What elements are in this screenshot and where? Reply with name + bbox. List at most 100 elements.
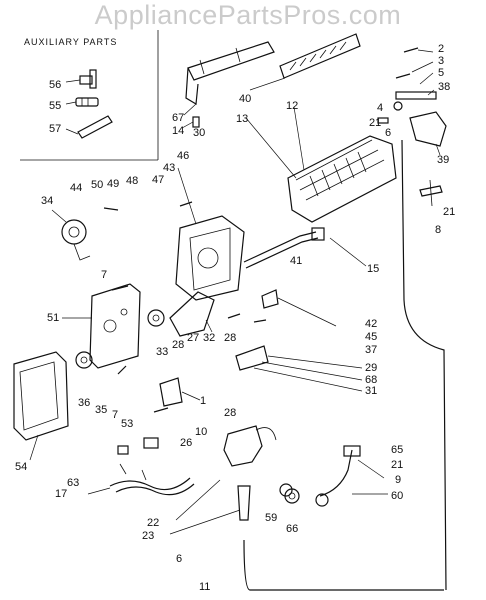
callout-63: 63 (67, 477, 80, 489)
callout-41: 41 (290, 255, 303, 267)
callout-11: 11 (199, 581, 211, 593)
front-cover-54 (13, 351, 69, 461)
watermark: AppliancePartsPros.com (94, 0, 402, 30)
callout-21-right: 21 (443, 206, 456, 218)
wire-harness-17 (87, 463, 195, 496)
callout-36: 36 (78, 397, 91, 409)
callout-21-top: 21 (369, 117, 382, 129)
callout-26: 26 (180, 437, 193, 449)
screws-2-3-5 (395, 47, 434, 85)
callout-5: 5 (438, 67, 445, 79)
callout-15: 15 (367, 263, 380, 275)
fill-cup-39 (409, 111, 447, 156)
callout-67: 67 (172, 112, 185, 124)
callout-17: 17 (55, 488, 68, 500)
callout-27: 27 (187, 332, 200, 344)
callout-37: 37 (365, 344, 378, 356)
callout-51: 51 (47, 312, 60, 324)
fitting-60 (315, 445, 388, 507)
callout-3: 3 (438, 55, 445, 67)
ice-ejector-comb-40 (249, 33, 361, 91)
callout-47: 47 (152, 174, 165, 186)
connector-26 (143, 437, 159, 449)
callout-1: 1 (200, 395, 207, 407)
nut-66 (284, 488, 300, 504)
callout-28-c: 28 (224, 407, 237, 419)
aux-part-55 (65, 97, 99, 107)
callout-54: 54 (15, 461, 28, 473)
callout-12: 12 (286, 100, 299, 112)
ice-mold (245, 106, 397, 223)
callout-48: 48 (126, 175, 139, 187)
callout-7-upper: 7 (101, 269, 108, 281)
small-screws (103, 201, 267, 413)
switch-1 (159, 377, 201, 407)
callout-29: 29 (365, 362, 378, 374)
callout-7-lower: 7 (112, 409, 119, 421)
aux-part-57 (65, 115, 113, 139)
callout-45: 45 (365, 331, 378, 343)
callout-21-lower: 21 (391, 459, 404, 471)
callout-35: 35 (95, 404, 108, 416)
callout-8: 8 (435, 224, 442, 236)
callout-65: 65 (391, 444, 404, 456)
gear-35 (75, 351, 93, 369)
part-29-68-31 (235, 345, 363, 392)
auxiliary-parts-box (20, 30, 159, 161)
callout-14: 14 (172, 125, 185, 137)
callout-42: 42 (365, 318, 378, 330)
callout-30: 30 (193, 127, 206, 139)
callout-43: 43 (163, 162, 176, 174)
callout-66: 66 (286, 523, 299, 535)
callout-60: 60 (391, 490, 404, 502)
control-module-housing (175, 167, 245, 301)
callout-53: 53 (121, 418, 134, 430)
callout-10: 10 (195, 426, 208, 438)
callout-22: 22 (147, 517, 160, 529)
motor-34 (51, 209, 91, 261)
screw-21-top (377, 117, 389, 124)
callout-57: 57 (49, 123, 62, 135)
callout-44: 44 (70, 182, 83, 194)
cam-32-27-28 (169, 291, 215, 337)
callout-68: 68 (365, 374, 378, 386)
callout-6-top: 6 (385, 127, 392, 139)
washer-4 (393, 101, 403, 111)
callout-28-b: 28 (224, 332, 237, 344)
callout-28-a: 28 (172, 339, 185, 351)
fitting-23-6 (169, 485, 251, 535)
callout-46: 46 (177, 150, 190, 162)
callout-38: 38 (438, 81, 451, 93)
thermostat-41-harness (243, 227, 367, 269)
mounting-bracket (183, 41, 275, 116)
callout-9: 9 (395, 474, 402, 486)
callout-56: 56 (49, 79, 62, 91)
callout-59: 59 (265, 512, 278, 524)
part-42 (261, 289, 337, 327)
water-valve (175, 425, 277, 521)
connector-63 (117, 445, 129, 455)
callout-34: 34 (41, 195, 54, 207)
callout-50: 50 (91, 179, 104, 191)
nut-59 (279, 483, 293, 497)
auxiliary-parts-title: AUXILIARY PARTS (24, 37, 118, 47)
callout-23: 23 (142, 530, 155, 542)
support-plate-51 (62, 283, 141, 369)
callout-40: 40 (239, 93, 252, 105)
callout-49: 49 (107, 178, 120, 190)
shutoff-arm-8 (419, 179, 443, 207)
callout-31: 31 (365, 385, 378, 397)
water-supply-tube (243, 139, 447, 591)
callout-33: 33 (156, 346, 169, 358)
callout-4: 4 (377, 102, 384, 114)
callout-55: 55 (49, 100, 62, 112)
callout-39: 39 (437, 154, 450, 166)
gear-33 (147, 309, 165, 327)
screw-14 (181, 116, 200, 129)
heater-38 (395, 89, 437, 100)
callout-13: 13 (236, 113, 249, 125)
callout-6-lower: 6 (176, 553, 183, 565)
callout-32: 32 (203, 332, 216, 344)
